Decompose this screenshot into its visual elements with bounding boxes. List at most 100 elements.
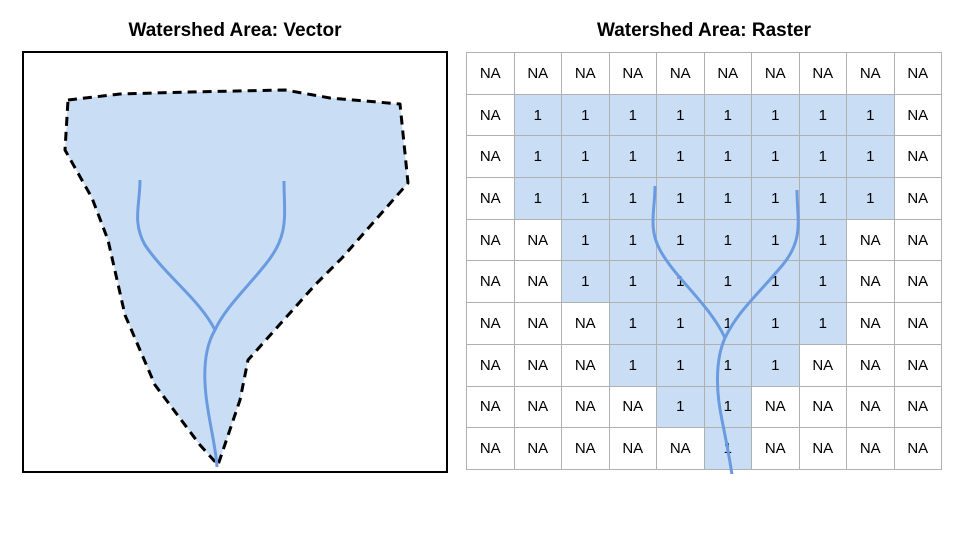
raster-cell: NA [467,386,515,429]
raster-cell: 1 [657,261,705,304]
raster-cell: NA [894,136,942,179]
raster-cell: NA [894,428,942,470]
raster-cell: 1 [562,178,610,220]
raster-cell: 1 [704,94,752,137]
raster-cell: NA [514,53,562,95]
raster-cell: NA [657,428,705,470]
raster-cell: 1 [799,94,847,137]
raster-panel-title: Watershed Area: Raster [596,20,811,41]
raster-cell: 1 [752,136,800,179]
raster-cell: 1 [752,219,800,262]
raster-cell: NA [847,344,895,387]
raster-cell: 1 [609,219,657,262]
raster-cell: NA [894,303,942,345]
raster-cell: NA [752,428,800,470]
raster-cell: 1 [609,344,657,387]
raster-cell: 1 [704,428,752,470]
raster-cell: 1 [657,303,705,345]
raster-cell: 1 [609,261,657,304]
raster-cell: 1 [514,94,562,137]
raster-cell: NA [847,303,895,345]
raster-cell: NA [514,428,562,470]
raster-cell: NA [847,428,895,470]
raster-cell: 1 [847,136,895,179]
raster-cell: NA [514,261,562,304]
raster-cell: NA [467,53,515,95]
vector-panel-title: Watershed Area: Vector [128,20,342,41]
raster-cell: 1 [609,178,657,220]
raster-cell: NA [657,53,705,95]
raster-cell: 1 [752,94,800,137]
raster-cell: 1 [609,303,657,345]
watershed-polygon [63,88,410,467]
raster-cell: 1 [609,94,657,137]
raster-cell: NA [467,136,515,179]
raster-cell: 1 [562,219,610,262]
raster-cell: NA [467,94,515,137]
raster-cell: NA [894,261,942,304]
raster-cell: NA [467,178,515,220]
raster-cell: 1 [704,261,752,304]
raster-cell: NA [847,386,895,429]
raster-cell: 1 [847,178,895,220]
raster-cell: NA [894,386,942,429]
raster-cell: NA [704,53,752,95]
raster-cell: 1 [657,219,705,262]
raster-cell: NA [467,344,515,387]
raster-cell: NA [799,53,847,95]
raster-cell: NA [894,344,942,387]
vector-watershed-map [63,88,410,468]
raster-cell: NA [514,219,562,262]
raster-cell: NA [609,428,657,470]
raster-cell: 1 [562,94,610,137]
raster-cell: NA [562,303,610,345]
raster-cell: NA [514,344,562,387]
raster-cell: 1 [704,178,752,220]
stream-right-branch [213,180,287,331]
raster-cell: 1 [657,344,705,387]
raster-cell: 1 [657,94,705,137]
raster-cell: NA [467,428,515,470]
raster-cell: NA [799,428,847,470]
raster-cell: NA [894,53,942,95]
raster-cell: NA [514,386,562,429]
stream-main-channel [203,329,219,468]
raster-cell: NA [799,386,847,429]
raster-cell: 1 [514,178,562,220]
raster-cell: 1 [799,303,847,345]
raster-cell: 1 [657,178,705,220]
raster-cell: 1 [799,261,847,304]
raster-cell: NA [847,53,895,95]
raster-cell: 1 [799,219,847,262]
raster-cell: NA [562,386,610,429]
raster-cell: 1 [752,344,800,387]
raster-cell: NA [894,178,942,220]
raster-cell: NA [562,428,610,470]
raster-cell: NA [467,261,515,304]
raster-cell: NA [752,53,800,95]
raster-cell: NA [799,344,847,387]
vector-panel [22,51,448,473]
raster-cell: 1 [704,219,752,262]
raster-cell: 1 [799,178,847,220]
raster-cell: NA [467,303,515,345]
raster-cell: NA [847,261,895,304]
raster-cell: 1 [609,136,657,179]
raster-cell: NA [467,219,515,262]
stream-left-branch [136,179,217,331]
raster-cell: NA [894,94,942,137]
raster-cell: 1 [799,136,847,179]
raster-cell: NA [514,303,562,345]
raster-cell: NA [894,219,942,262]
raster-cell: NA [847,219,895,262]
raster-cell: 1 [847,94,895,137]
raster-cell: 1 [704,344,752,387]
raster-cell: 1 [704,386,752,429]
raster-cell: 1 [752,178,800,220]
raster-cell: 1 [562,261,610,304]
raster-cell: 1 [514,136,562,179]
raster-cell: 1 [752,303,800,345]
raster-cell: 1 [704,136,752,179]
